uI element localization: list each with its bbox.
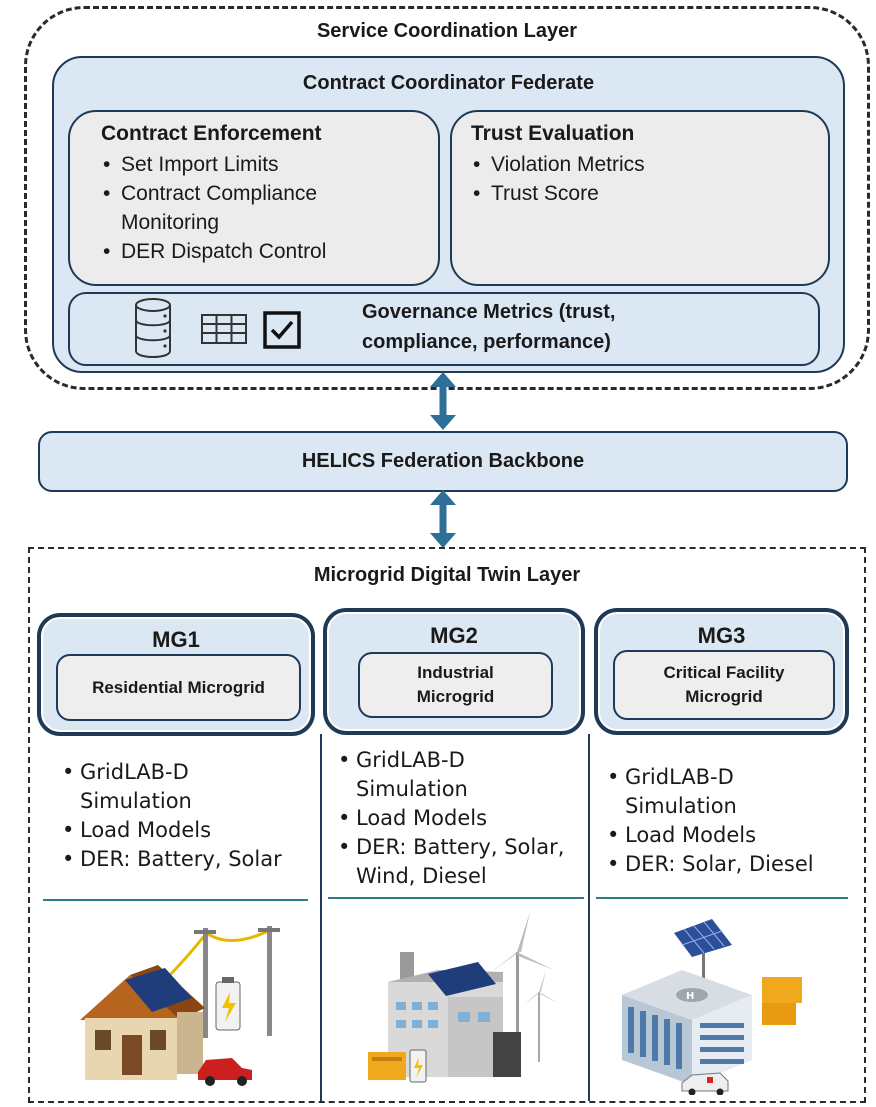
mg3-title: MG3 (697, 623, 746, 648)
mg3-feature: GridLAB-D Simulation (605, 763, 785, 821)
contract-enforcement-title: Contract Enforcement (101, 122, 322, 145)
factory-wind-solar-diesel-icon (368, 912, 560, 1083)
service-layer-title: Service Coordination Layer (316, 20, 578, 42)
database-icon (135, 298, 171, 358)
enforcement-item: Set Import Limits (101, 150, 438, 179)
house-solar-battery-ev-icon (80, 926, 280, 1086)
mg2-feature: DER: Battery, Solar, Wind, Diesel (336, 833, 576, 891)
mg3-feature: Load Models (605, 821, 845, 850)
checkbox-icon (263, 311, 301, 349)
mg1-subtitle: Residential Microgrid (56, 654, 301, 721)
column-divider (320, 734, 322, 1101)
helics-backbone: HELICS Federation Backbone (38, 431, 848, 492)
twin-layer-title: Microgrid Digital Twin Layer (313, 564, 581, 586)
mg2-title: MG2 (430, 623, 478, 648)
governance-metrics-label: Governance Metrics (trust, compliance, p… (362, 297, 802, 357)
federate-title: Contract Coordinator Federate (302, 72, 595, 94)
governance-metrics-panel (68, 292, 820, 366)
column-divider (588, 734, 590, 1101)
service-coordination-layer (24, 6, 870, 390)
contract-enforcement-panel: Contract Enforcement Set Import Limits C… (68, 110, 440, 286)
mg3-feature: DER: Solar, Diesel (605, 850, 845, 879)
mg2-feature-list: GridLAB-D Simulation Load Models DER: Ba… (336, 746, 581, 891)
mg1-title: MG1 (152, 627, 200, 652)
mg3-divider (596, 897, 848, 899)
trust-item: Trust Score (471, 179, 828, 208)
mg2-feature: Load Models (336, 804, 581, 833)
mg1-feature-list: GridLAB-D Simulation Load Models DER: Ba… (60, 758, 310, 874)
mg2-divider (328, 897, 584, 899)
mg2-subtitle: Industrial Microgrid (358, 652, 553, 718)
governance-line-2: compliance, performance) (362, 331, 611, 353)
mg1-divider (43, 899, 308, 901)
governance-line-1: Governance Metrics (trust, (362, 301, 616, 323)
trust-evaluation-title: Trust Evaluation (471, 122, 635, 145)
trust-evaluation-panel: Trust Evaluation Violation Metrics Trust… (450, 110, 830, 286)
enforcement-item: Contract Compliance Monitoring (101, 179, 391, 237)
enforcement-item: DER Dispatch Control (101, 237, 438, 266)
bidirectional-arrow-lower (430, 490, 456, 548)
mg1-feature: DER: Battery, Solar (60, 845, 310, 874)
mg3-feature-list: GridLAB-D Simulation Load Models DER: So… (605, 763, 845, 879)
hospital-solar-diesel-ambulance-icon: H (622, 919, 802, 1095)
mg2-feature: GridLAB-D Simulation (336, 746, 516, 804)
mg1-feature: GridLAB-D Simulation (60, 758, 240, 816)
trust-item: Violation Metrics (471, 150, 828, 179)
svg-text:H: H (686, 991, 694, 1002)
bidirectional-arrow-upper (430, 372, 456, 430)
mg1-feature: Load Models (60, 816, 310, 845)
table-icon (201, 314, 247, 344)
mg3-subtitle: Critical Facility Microgrid (613, 650, 835, 720)
microgrid-digital-twin-layer (28, 547, 866, 1103)
